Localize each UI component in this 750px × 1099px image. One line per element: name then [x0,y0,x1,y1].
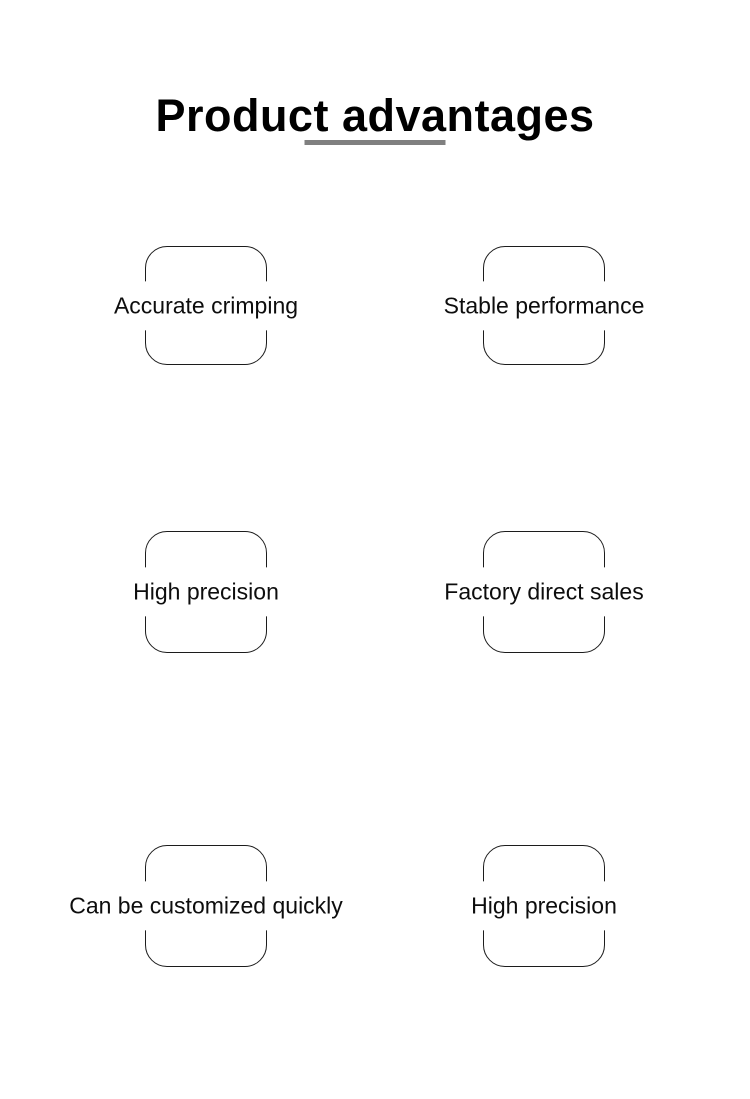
advantage-item: Accurate crimping [106,246,306,365]
advantage-item: Factory direct sales [437,531,651,653]
advantage-item: High precision [126,531,286,653]
title-divider [304,140,446,145]
advantage-label: Factory direct sales [437,567,651,617]
advantage-item: Stable performance [436,246,652,365]
advantage-label: High precision [464,881,624,931]
advantage-label: Stable performance [436,280,652,331]
page-title: Product advantages [155,90,595,142]
advantage-label: Accurate crimping [106,280,306,331]
advantage-label: Can be customized quickly [62,881,350,931]
advantage-label: High precision [126,567,286,617]
advantage-item: High precision [464,845,624,967]
advantage-item: Can be customized quickly [62,845,350,967]
